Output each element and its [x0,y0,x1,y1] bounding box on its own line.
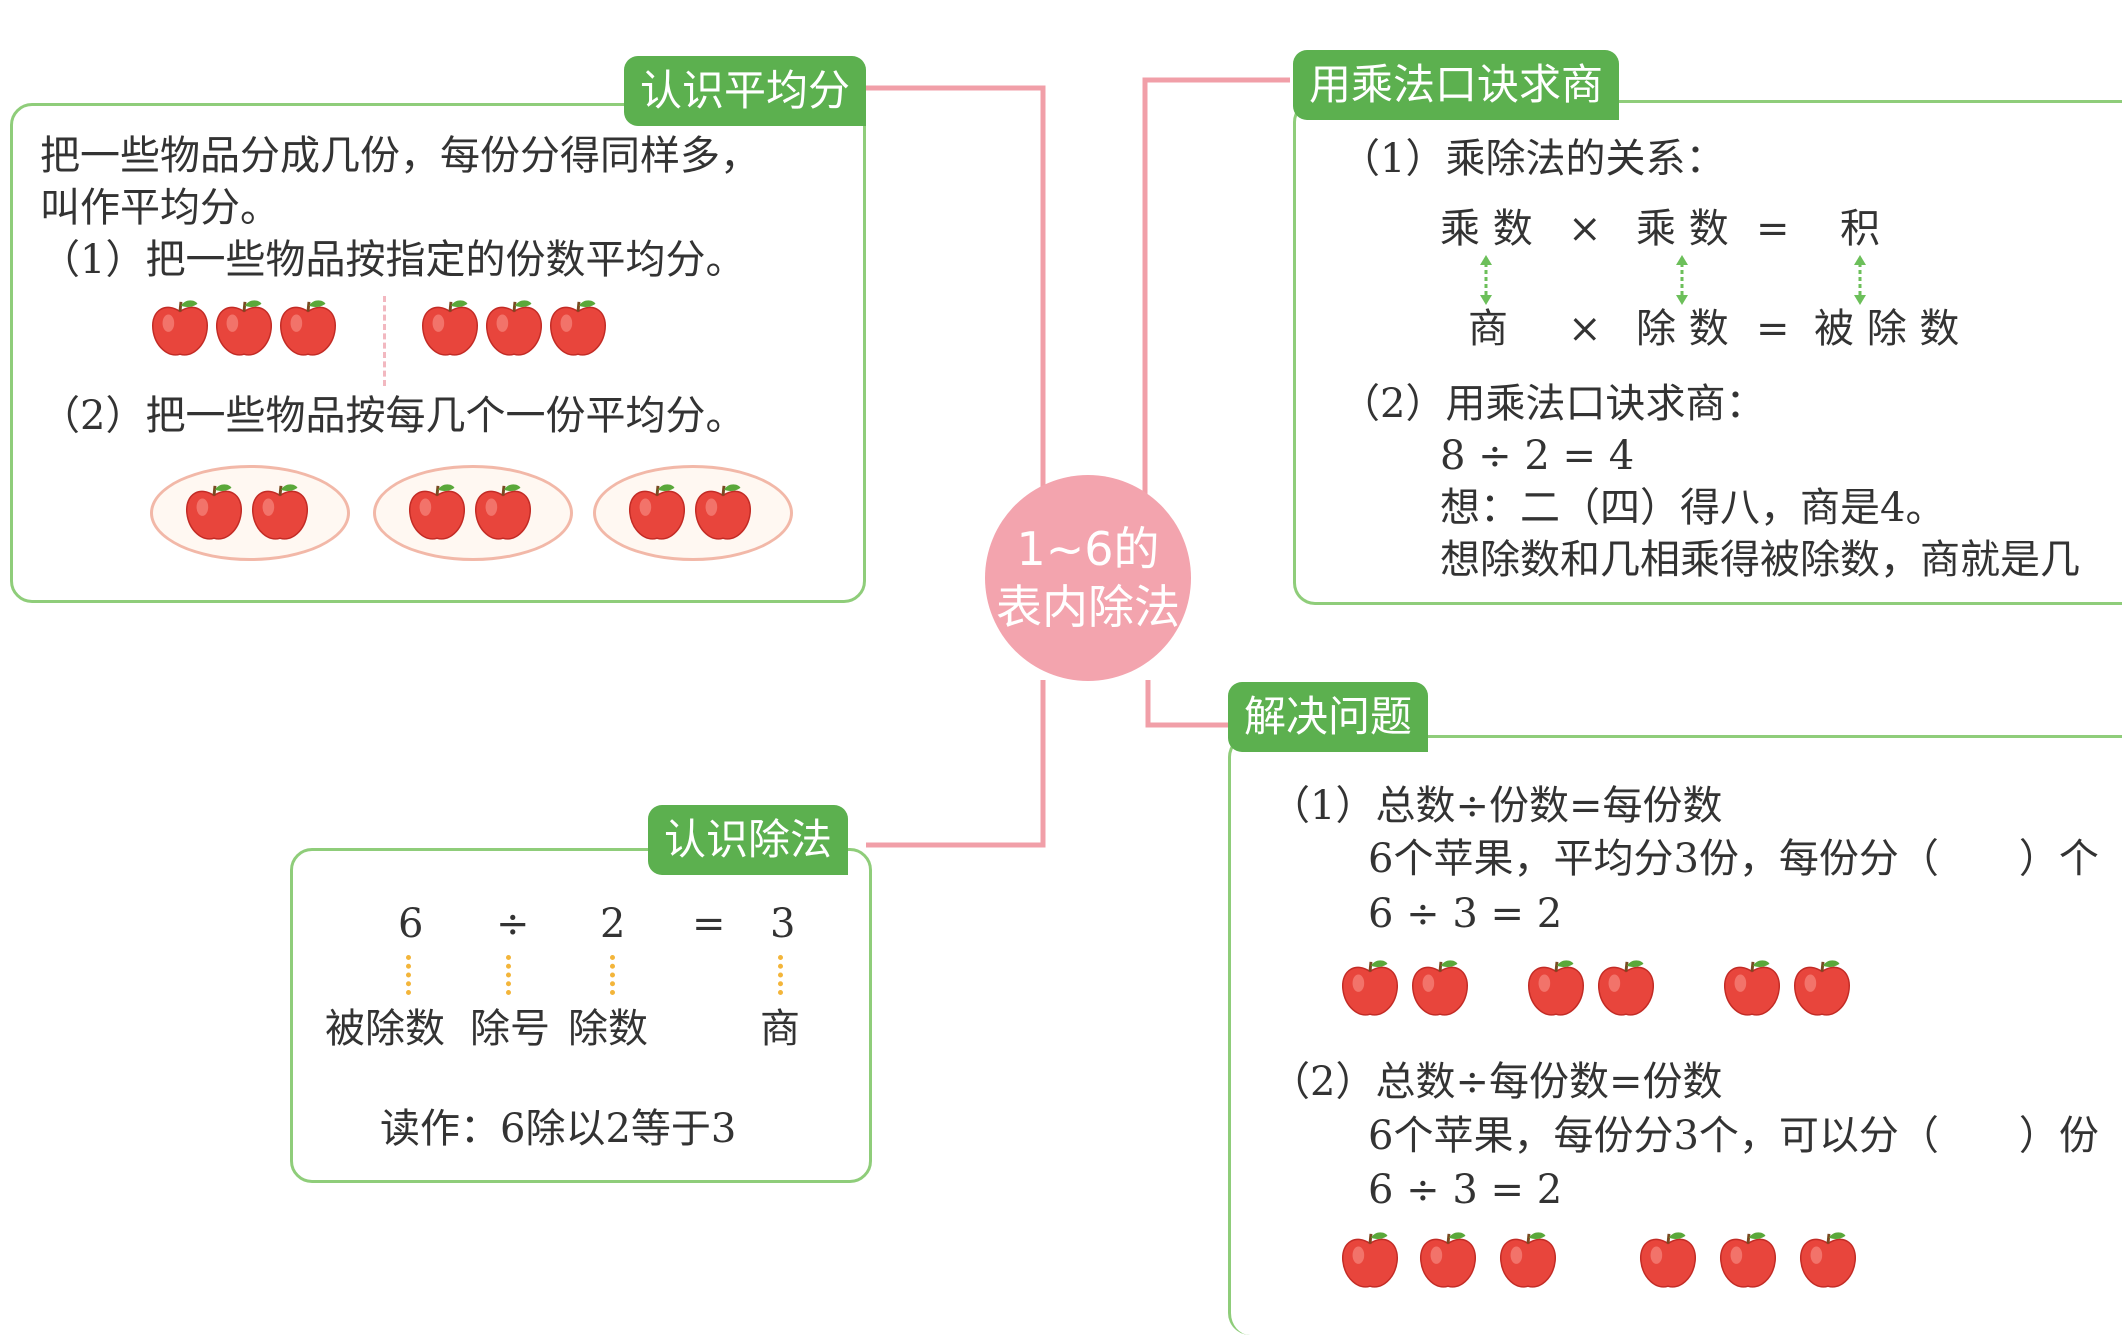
problem-solving-title: 解决问题 [1228,682,1428,752]
mult-equation: 8 ÷ 2 = 4 [1440,432,1634,480]
apple-icon [1416,1230,1480,1292]
relation-times-1: × [1568,205,1602,253]
apple-icon [625,482,689,544]
central-topic-line1: 1~6的 [985,520,1191,578]
average-definition-line1: 把一些物品分成几份，每份分得同样多， [40,132,760,180]
apple-icon [1636,1230,1700,1292]
mult-item2: （2）用乘法口诀求商： [1340,380,1765,428]
central-topic: 1~6的 表内除法 [985,475,1191,681]
solve-formula1: （1）总数÷份数=每份数 [1270,782,1722,830]
mult-think: 想：二（四）得八，商是4。 [1440,484,1945,532]
apple-icon [418,298,482,360]
average-item1: （1）把一些物品按指定的份数平均分。 [40,236,745,284]
solve-formula2: （2）总数÷每份数=份数 [1270,1058,1722,1106]
label-divisor: 除数 [568,1005,648,1053]
dots-divisor [610,955,615,995]
label-division-sign: 除号 [470,1005,550,1053]
apple-icon [248,482,312,544]
relation-quotient: 商 [1468,305,1508,353]
solve-problem2: 6个苹果，每份分3个，可以分（ ）份 [1368,1112,2099,1160]
relation-arrows [1470,255,1890,305]
dots-quotient [778,955,783,995]
apple-group-divider [383,296,386,386]
solve-equation1: 6 ÷ 3 = 2 [1368,890,1562,938]
mult-item1: （1）乘除法的关系： [1340,135,1725,183]
apple-icon [1796,1230,1860,1292]
relation-equals-2: = [1756,305,1790,353]
apple-icon [1338,1230,1402,1292]
apple-icon [482,298,546,360]
div-number-6: 6 [398,900,423,948]
apple-icon [471,482,535,544]
apple-icon [1338,958,1402,1020]
apple-icon [1720,958,1784,1020]
dots-sign [506,955,511,995]
relation-divisor: 除 数 [1636,305,1729,353]
div-sign: ÷ [496,900,530,948]
label-dividend: 被除数 [325,1005,445,1053]
apple-icon [148,298,212,360]
div-number-2: 2 [600,900,625,948]
division-intro-title: 认识除法 [648,805,848,875]
apple-icon [1790,958,1854,1020]
average-definition-line2: 叫作平均分。 [40,184,280,232]
apple-icon [1524,958,1588,1020]
apple-icon [691,482,755,544]
apple-icon [405,482,469,544]
multiplication-rhyme-title: 用乘法口诀求商 [1293,50,1619,120]
central-topic-line2: 表内除法 [985,578,1191,636]
apple-icon [1408,958,1472,1020]
div-read-as: 读作：6除以2等于3 [380,1105,736,1153]
relation-factor1: 乘 数 [1440,205,1533,253]
average-division-title: 认识平均分 [624,56,866,126]
mult-think2: 想除数和几相乘得被除数，商就是几 [1440,536,2080,584]
relation-equals-1: = [1756,205,1790,253]
average-item2: （2）把一些物品按每几个一份平均分。 [40,392,745,440]
dots-dividend [406,955,411,995]
solve-equation2: 6 ÷ 3 = 2 [1368,1166,1562,1214]
apple-icon [1716,1230,1780,1292]
relation-dividend: 被 除 数 [1814,305,1959,353]
relation-product: 积 [1840,205,1880,253]
apple-icon [276,298,340,360]
apple-icon [1496,1230,1560,1292]
relation-times-2: × [1568,305,1602,353]
label-quotient: 商 [760,1005,800,1053]
relation-factor2: 乘 数 [1636,205,1729,253]
apple-icon [182,482,246,544]
solve-problem1: 6个苹果，平均分3份，每份分（ ）个 [1368,835,2099,883]
div-number-3: 3 [770,900,795,948]
apple-icon [546,298,610,360]
div-equals: = [692,900,726,948]
apple-icon [212,298,276,360]
apple-icon [1594,958,1658,1020]
